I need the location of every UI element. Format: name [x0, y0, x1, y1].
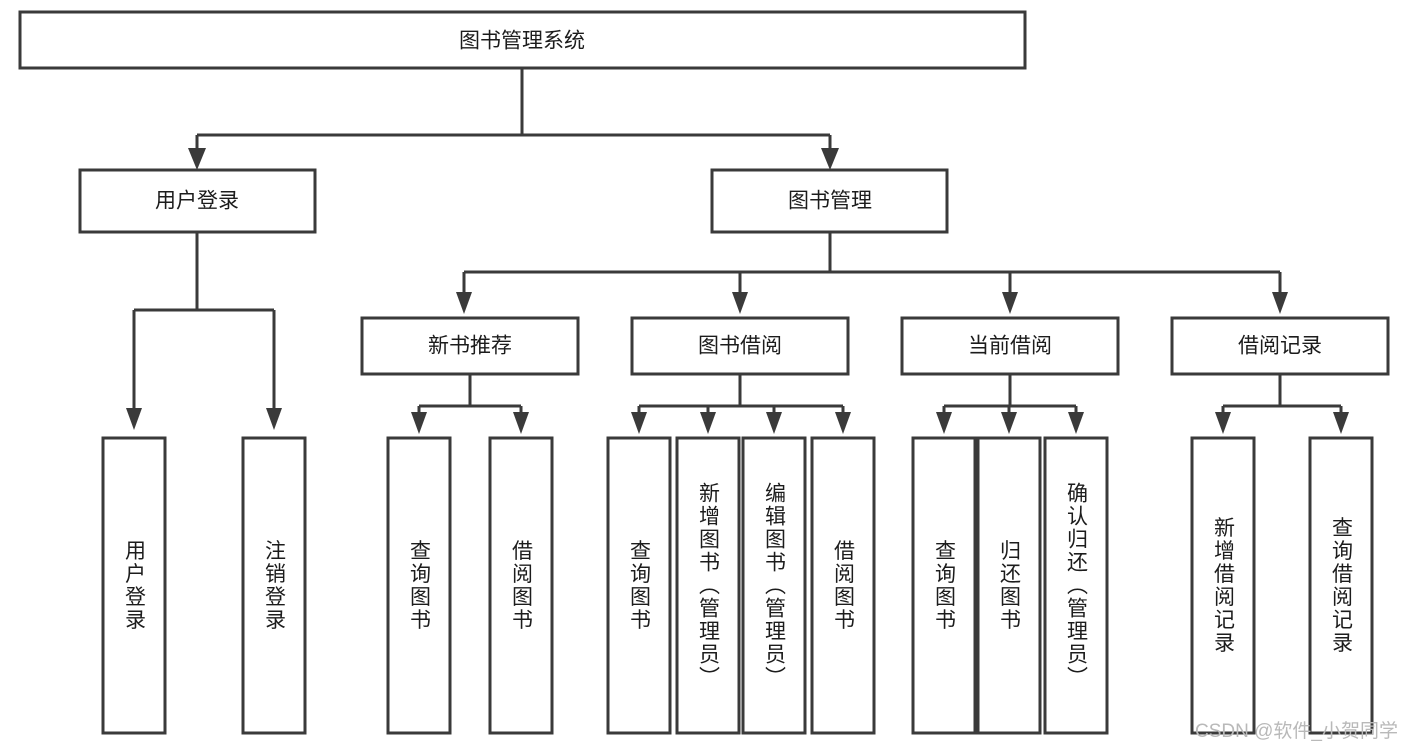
leaf-borrow-record-1-label: 查询借阅记录	[1330, 517, 1354, 655]
arrow-user-login-to-leaf-0	[126, 408, 142, 430]
leaf-book-borrow-2-box[interactable]	[741, 436, 807, 735]
node-user-login-label: 用户登录	[155, 190, 239, 213]
leaf-current-borrow-0[interactable]: 查询图书	[911, 436, 977, 735]
nodes-layer: 图书管理系统 用户登录 图书管理 新书推荐 图书借阅 当前	[18, 10, 1390, 735]
arrow-current-borrow-to-leaf-2	[1068, 412, 1084, 434]
leaf-book-borrow-3-label: 借阅图书	[832, 540, 856, 632]
leaf-book-borrow-1[interactable]: 新增图书（管理员）	[675, 436, 741, 735]
arrow-current-borrow-to-leaf-1	[1001, 412, 1017, 434]
arrow-root-to-user-login	[188, 148, 206, 170]
leaf-new-book-1-label: 借阅图书	[510, 540, 534, 632]
leaf-current-borrow-1-box[interactable]	[976, 436, 1042, 735]
leaf-user-login-0-label: 用户登录	[123, 540, 147, 632]
node-new-book-recommendation[interactable]: 新书推荐	[360, 316, 580, 376]
leaf-book-borrow-3-box[interactable]	[810, 436, 876, 735]
node-book-management-label: 图书管理	[788, 190, 872, 213]
leaf-borrow-record-1-box[interactable]	[1308, 436, 1374, 735]
leaf-current-borrow-1[interactable]: 归还图书	[976, 436, 1042, 735]
leaf-user-login-0[interactable]: 用户登录	[101, 436, 167, 735]
leaf-current-borrow-2-box[interactable]	[1043, 436, 1109, 735]
leaf-book-borrow-1-box[interactable]	[675, 436, 741, 735]
arrow-book-mgmt-to-book-borrow	[732, 292, 748, 314]
arrow-book-mgmt-to-borrow-record	[1272, 292, 1288, 314]
leaf-user-login-0-box[interactable]	[101, 436, 167, 735]
leaf-book-borrow-0[interactable]: 查询图书	[606, 436, 672, 735]
arrow-book-mgmt-to-new-book	[456, 292, 472, 314]
node-root-book-management-system[interactable]: 图书管理系统	[18, 10, 1027, 70]
leaf-borrow-record-1[interactable]: 查询借阅记录	[1308, 436, 1374, 735]
arrow-borrow-record-to-leaf-0	[1215, 412, 1231, 434]
leaf-current-borrow-0-box[interactable]	[911, 436, 977, 735]
node-book-borrow[interactable]: 图书借阅	[630, 316, 850, 376]
node-borrow-record-box[interactable]	[1170, 316, 1390, 376]
leaf-book-borrow-0-box[interactable]	[606, 436, 672, 735]
leaf-user-login-1-label: 注销登录	[263, 540, 287, 632]
leaf-current-borrow-0-label: 查询图书	[933, 540, 957, 632]
node-new-book-recommendation-label: 新书推荐	[428, 335, 512, 358]
node-book-borrow-label: 图书借阅	[698, 335, 782, 358]
leaf-borrow-record-0[interactable]: 新增借阅记录	[1190, 436, 1256, 735]
node-current-borrow[interactable]: 当前借阅	[900, 316, 1120, 376]
arrow-borrow-record-to-leaf-1	[1333, 412, 1349, 434]
node-current-borrow-box[interactable]	[900, 316, 1120, 376]
node-root-label: 图书管理系统	[459, 30, 585, 53]
csdn-watermark: CSDN @软件_小贺同学	[1195, 720, 1398, 742]
leaf-new-book-0-label: 查询图书	[408, 540, 432, 632]
arrow-user-login-to-leaf-1	[266, 408, 282, 430]
node-book-management-box[interactable]	[710, 168, 949, 234]
leaf-current-borrow-2-label: 确认归还（管理员）	[1065, 482, 1089, 689]
arrow-book-borrow-to-leaf-3	[835, 412, 851, 434]
node-root-box[interactable]	[18, 10, 1027, 70]
leaf-user-login-1[interactable]: 注销登录	[241, 436, 307, 735]
arrow-current-borrow-to-leaf-0	[936, 412, 952, 434]
leaf-new-book-1-box[interactable]	[488, 436, 554, 735]
arrow-book-borrow-to-leaf-0	[631, 412, 647, 434]
leaf-book-borrow-0-label: 查询图书	[628, 540, 652, 632]
leaf-book-borrow-1-label: 新增图书（管理员）	[697, 482, 721, 689]
node-book-management[interactable]: 图书管理	[710, 168, 949, 234]
node-borrow-record[interactable]: 借阅记录	[1170, 316, 1390, 376]
node-user-login-box[interactable]	[78, 168, 317, 234]
arrow-book-borrow-to-leaf-2	[766, 412, 782, 434]
leaf-current-borrow-2[interactable]: 确认归还（管理员）	[1043, 436, 1109, 735]
leaf-borrow-record-0-label: 新增借阅记录	[1212, 517, 1236, 655]
node-current-borrow-label: 当前借阅	[968, 335, 1052, 358]
node-borrow-record-label: 借阅记录	[1238, 335, 1322, 358]
leaf-book-borrow-3[interactable]: 借阅图书	[810, 436, 876, 735]
arrow-root-to-book-mgmt	[821, 148, 839, 170]
arrow-new-book-to-leaf-1	[513, 412, 529, 434]
leaf-new-book-0[interactable]: 查询图书	[386, 436, 452, 735]
leaf-current-borrow-1-label: 归还图书	[998, 540, 1022, 632]
leaf-user-login-1-box[interactable]	[241, 436, 307, 735]
leaf-book-borrow-2[interactable]: 编辑图书（管理员）	[741, 436, 807, 735]
leaf-borrow-record-0-box[interactable]	[1190, 436, 1256, 735]
leaf-book-borrow-2-label: 编辑图书（管理员）	[763, 482, 787, 689]
node-user-login[interactable]: 用户登录	[78, 168, 317, 234]
arrow-book-borrow-to-leaf-1	[700, 412, 716, 434]
node-new-book-recommendation-box[interactable]	[360, 316, 580, 376]
node-book-borrow-box[interactable]	[630, 316, 850, 376]
leaf-new-book-1[interactable]: 借阅图书	[488, 436, 554, 735]
leaf-new-book-0-box[interactable]	[386, 436, 452, 735]
arrow-new-book-to-leaf-0	[411, 412, 427, 434]
edges-layer	[126, 68, 1349, 434]
arrow-book-mgmt-to-current-borrow	[1002, 292, 1018, 314]
